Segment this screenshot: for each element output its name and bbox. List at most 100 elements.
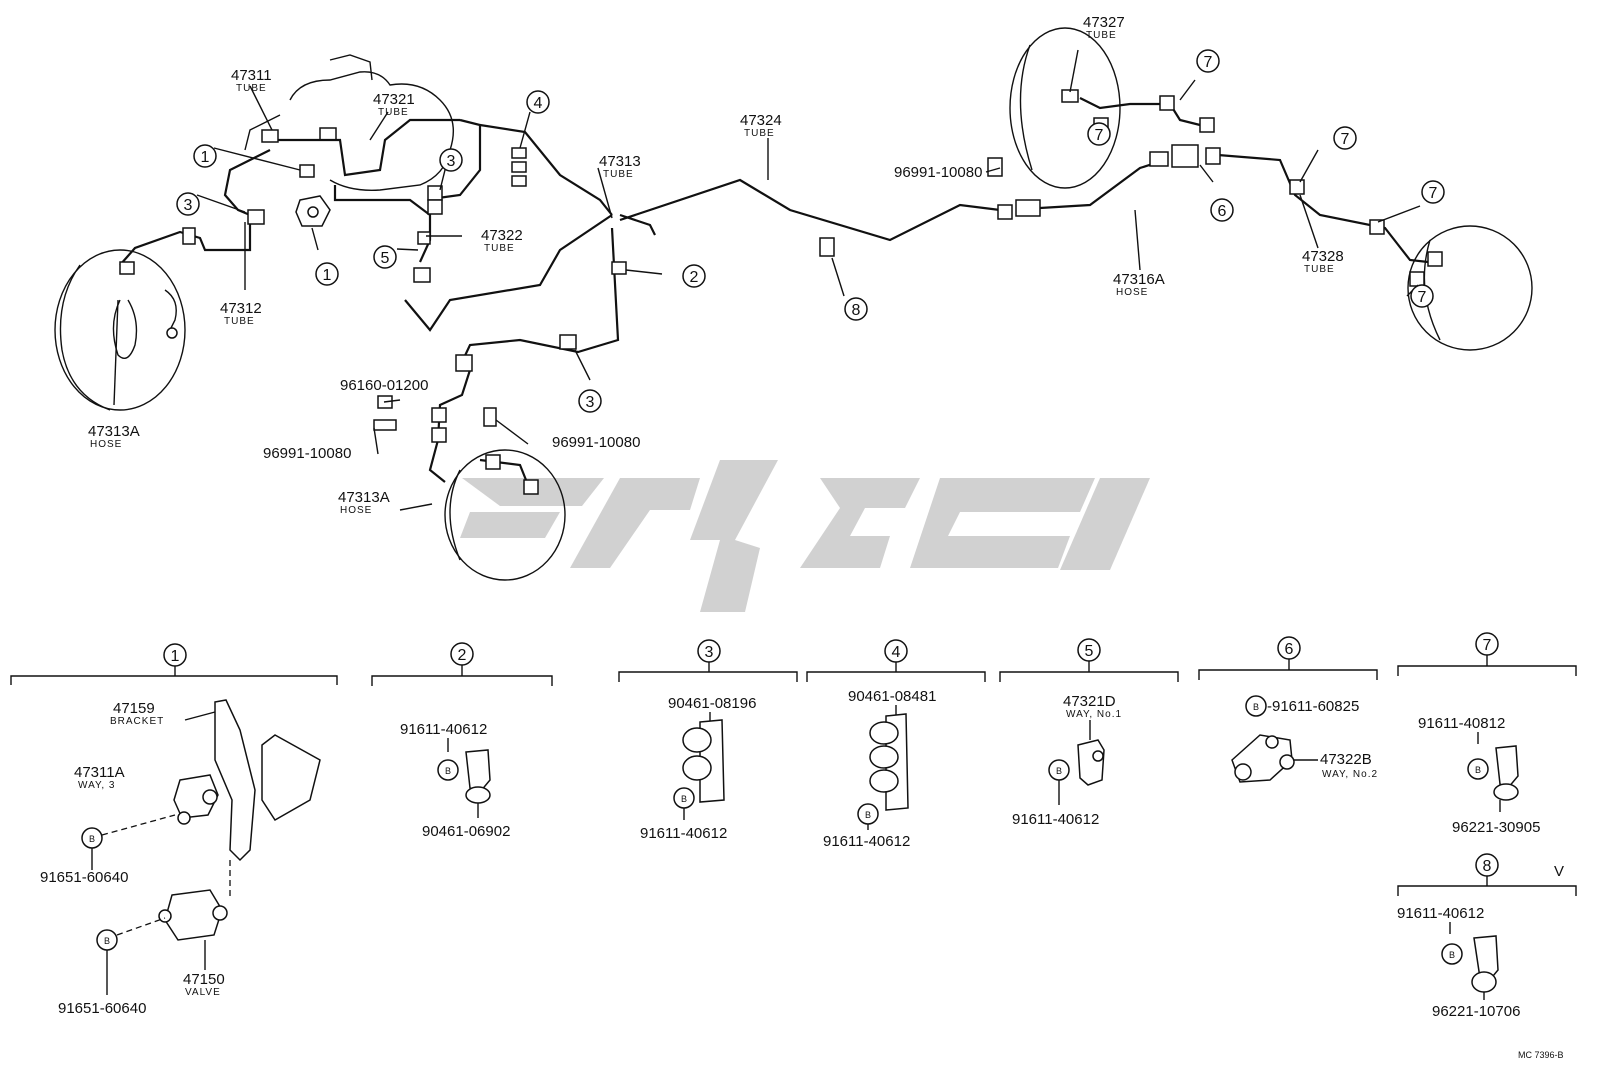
svg-text:2: 2 [458,647,467,664]
callout-7-c: 7 [1333,126,1357,150]
part-number: 47322 [481,227,523,244]
label-47313: 47313 TUBE [599,153,641,180]
part-type: WAY, No.1 [1066,709,1122,720]
part-number: 91611-40812 [1418,715,1505,732]
svg-text:7: 7 [1429,185,1438,202]
label-47324: 47324 TUBE [740,112,782,139]
part-type: TUBE [236,83,267,94]
svg-text:B: B [1253,702,1259,712]
detail-group-5: 5 47321D WAY, No.1 B 91611-40612 [999,638,1179,828]
callout-8: 8 [844,297,868,321]
part-number: 47311 [231,67,272,84]
brake-tubes [119,97,1429,491]
svg-text:3: 3 [184,197,193,214]
part-type: TUBE [1086,30,1117,41]
watermark-logo [460,460,1150,612]
label-47313A-bottom: 47313A HOSE [338,489,390,516]
drum-front-right [444,449,566,581]
callout-5: 5 [373,245,397,269]
callout-7-e: 7 [1410,284,1434,308]
svg-text:B: B [865,810,871,820]
part-number: 91611-40612 [1397,905,1484,922]
part-type: HOSE [90,439,122,450]
svg-text:1: 1 [323,267,332,284]
detail-group-2: 2 91611-40612 B 90461-06902 [371,642,553,840]
part-number: 47322B [1320,751,1372,768]
callout-7-b: 7 [1087,122,1111,146]
svg-text:2: 2 [690,269,699,286]
label-47311: 47311 TUBE [231,67,272,94]
part-type: TUBE [1304,264,1335,275]
part-number: 90461-08196 [668,695,756,712]
fittings [119,89,1443,495]
part-number: 47321D [1063,693,1116,710]
label-96991-10080-left: 96991-10080 [263,445,351,462]
part-number: 47311A [74,764,125,781]
part-number: 47313A [88,423,140,440]
part-number: 96221-10706 [1432,1003,1520,1020]
callout-3-b: 3 [439,148,463,172]
svg-text:8: 8 [852,302,861,319]
detail-group-7: 7 91611-40812 B 96221-30905 [1397,632,1577,836]
part-number: 47324 [740,112,782,129]
svg-text:B: B [1449,950,1455,960]
callout-7-d: 7 [1421,180,1445,204]
part-number: 47159 [113,700,155,717]
svg-text:3: 3 [447,153,456,170]
part-number: 91611-40612 [400,721,487,738]
part-type: TUBE [378,107,409,118]
leader-lines [113,49,1421,511]
part-number: 90461-06902 [422,823,510,840]
part-number: 96221-30905 [1452,819,1540,836]
svg-text:7: 7 [1341,131,1350,148]
svg-text:8: 8 [1483,858,1492,875]
callout-6: 6 [1210,198,1234,222]
label-47313A-top: 47313A HOSE [88,423,140,450]
label-47312: 47312 TUBE [220,300,262,327]
part-number: 47313 [599,153,641,170]
label-47321: 47321 TUBE [373,91,415,118]
part-type: TUBE [224,316,255,327]
part-type: TUBE [603,169,634,180]
label-96991-10080-top: 96991-10080 [894,164,982,181]
callout-3-c: 3 [578,389,602,413]
label-47327: 47327 TUBE [1083,14,1125,41]
svg-text:B: B [1475,765,1481,775]
bolt-number: 91651-60640 [58,1000,146,1017]
part-type: HOSE [340,505,372,516]
drum-front-left [54,249,186,411]
part-type: HOSE [1116,287,1148,298]
part-type: WAY, 3 [78,780,116,791]
part-number: 47328 [1302,248,1344,265]
part-type: VALVE [185,987,221,998]
svg-text:5: 5 [381,250,390,267]
detail-group-3: 3 90461-08196 B 91611-40612 [618,639,798,842]
part-number: 47327 [1083,14,1125,31]
svg-text:7: 7 [1204,54,1213,71]
callout-1-b: 1 [315,262,339,286]
part-number: 47316A [1113,271,1165,288]
svg-text:7: 7 [1483,637,1492,654]
part-number: 91611-40612 [640,825,727,842]
group-mark: V [1554,863,1564,880]
part-type: WAY, No.2 [1322,769,1378,780]
callout-7-a: 7 [1196,49,1220,73]
svg-text:7: 7 [1095,127,1104,144]
svg-text:B: B [104,936,110,946]
part-number: 91611-40612 [1012,811,1099,828]
svg-text:6: 6 [1285,641,1294,658]
part-number: 47321 [373,91,415,108]
svg-text:3: 3 [586,394,595,411]
callout-4: 4 [526,90,550,114]
svg-text:B: B [445,766,451,776]
svg-text:3: 3 [705,644,714,661]
detail-group-6: 6 B -91611-60825 47322B WAY, No.2 [1198,636,1378,783]
part-number: -91611-60825 [1267,698,1359,715]
detail-group-1: 1 47159 BRACKET 47311A WAY, 3 B 91651-60… [10,643,338,1017]
svg-text:7: 7 [1418,289,1427,306]
part-number: 47312 [220,300,262,317]
svg-text:5: 5 [1085,643,1094,660]
detail-group-4: 4 90461-08481 B 91611-40612 [806,639,986,850]
